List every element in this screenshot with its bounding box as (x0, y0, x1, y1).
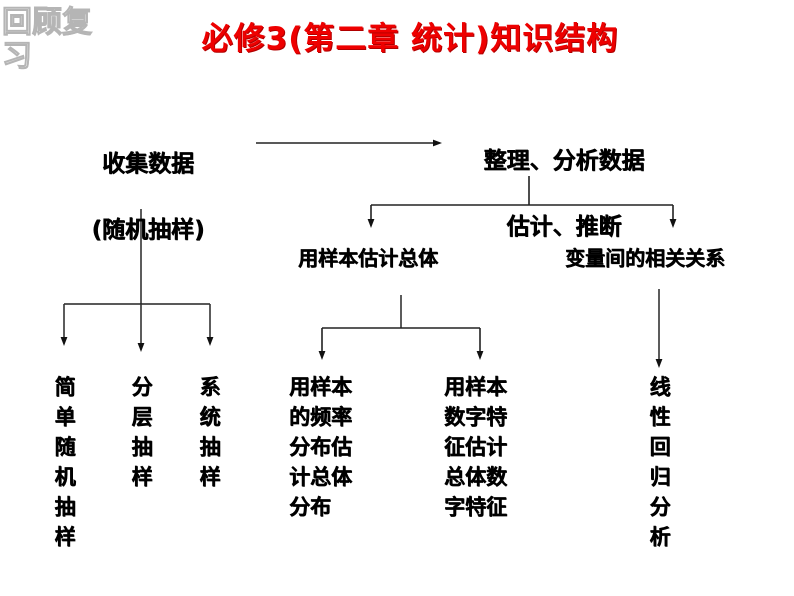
connector-collect-to-organize (250, 130, 450, 156)
leaf-numeric-characteristics: 用样本数字特征估计总体数字特征 (444, 375, 507, 519)
leaf-frequency-distribution: 用样本的频率分布估计总体分布 (289, 375, 352, 519)
node-variable-relation: 变量间的相关关系 (565, 246, 725, 270)
page-title: 必修3(第二章 统计)知识结构 (201, 21, 619, 57)
node-collect-data-line2: (随机抽样) (91, 217, 205, 243)
node-organize-analyze: 整理、分析数据 估计、推断 (434, 112, 694, 277)
leaf-systematic-sampling: 系统抽样 (199, 375, 221, 489)
node-organize-analyze-line1: 整理、分析数据 (483, 148, 645, 174)
node-collect-data-line1: 收集数据 (102, 151, 194, 177)
node-collect-data: 收集数据 (随机抽样) (58, 115, 238, 280)
node-organize-analyze-line2: 估计、推断 (506, 214, 622, 240)
leaf-stratified-sampling: 分层抽样 (131, 375, 153, 489)
leaf-linear-regression: 线性回归分析 (649, 375, 671, 549)
connector-relation-to-regression (648, 285, 672, 373)
corner-watermark-label: 回顾复习 (2, 5, 93, 74)
connector-estimate-fork (312, 292, 492, 368)
node-estimate-population: 用样本估计总体 (298, 246, 438, 270)
leaf-simple-random-sampling: 简单随机抽样 (54, 375, 76, 549)
